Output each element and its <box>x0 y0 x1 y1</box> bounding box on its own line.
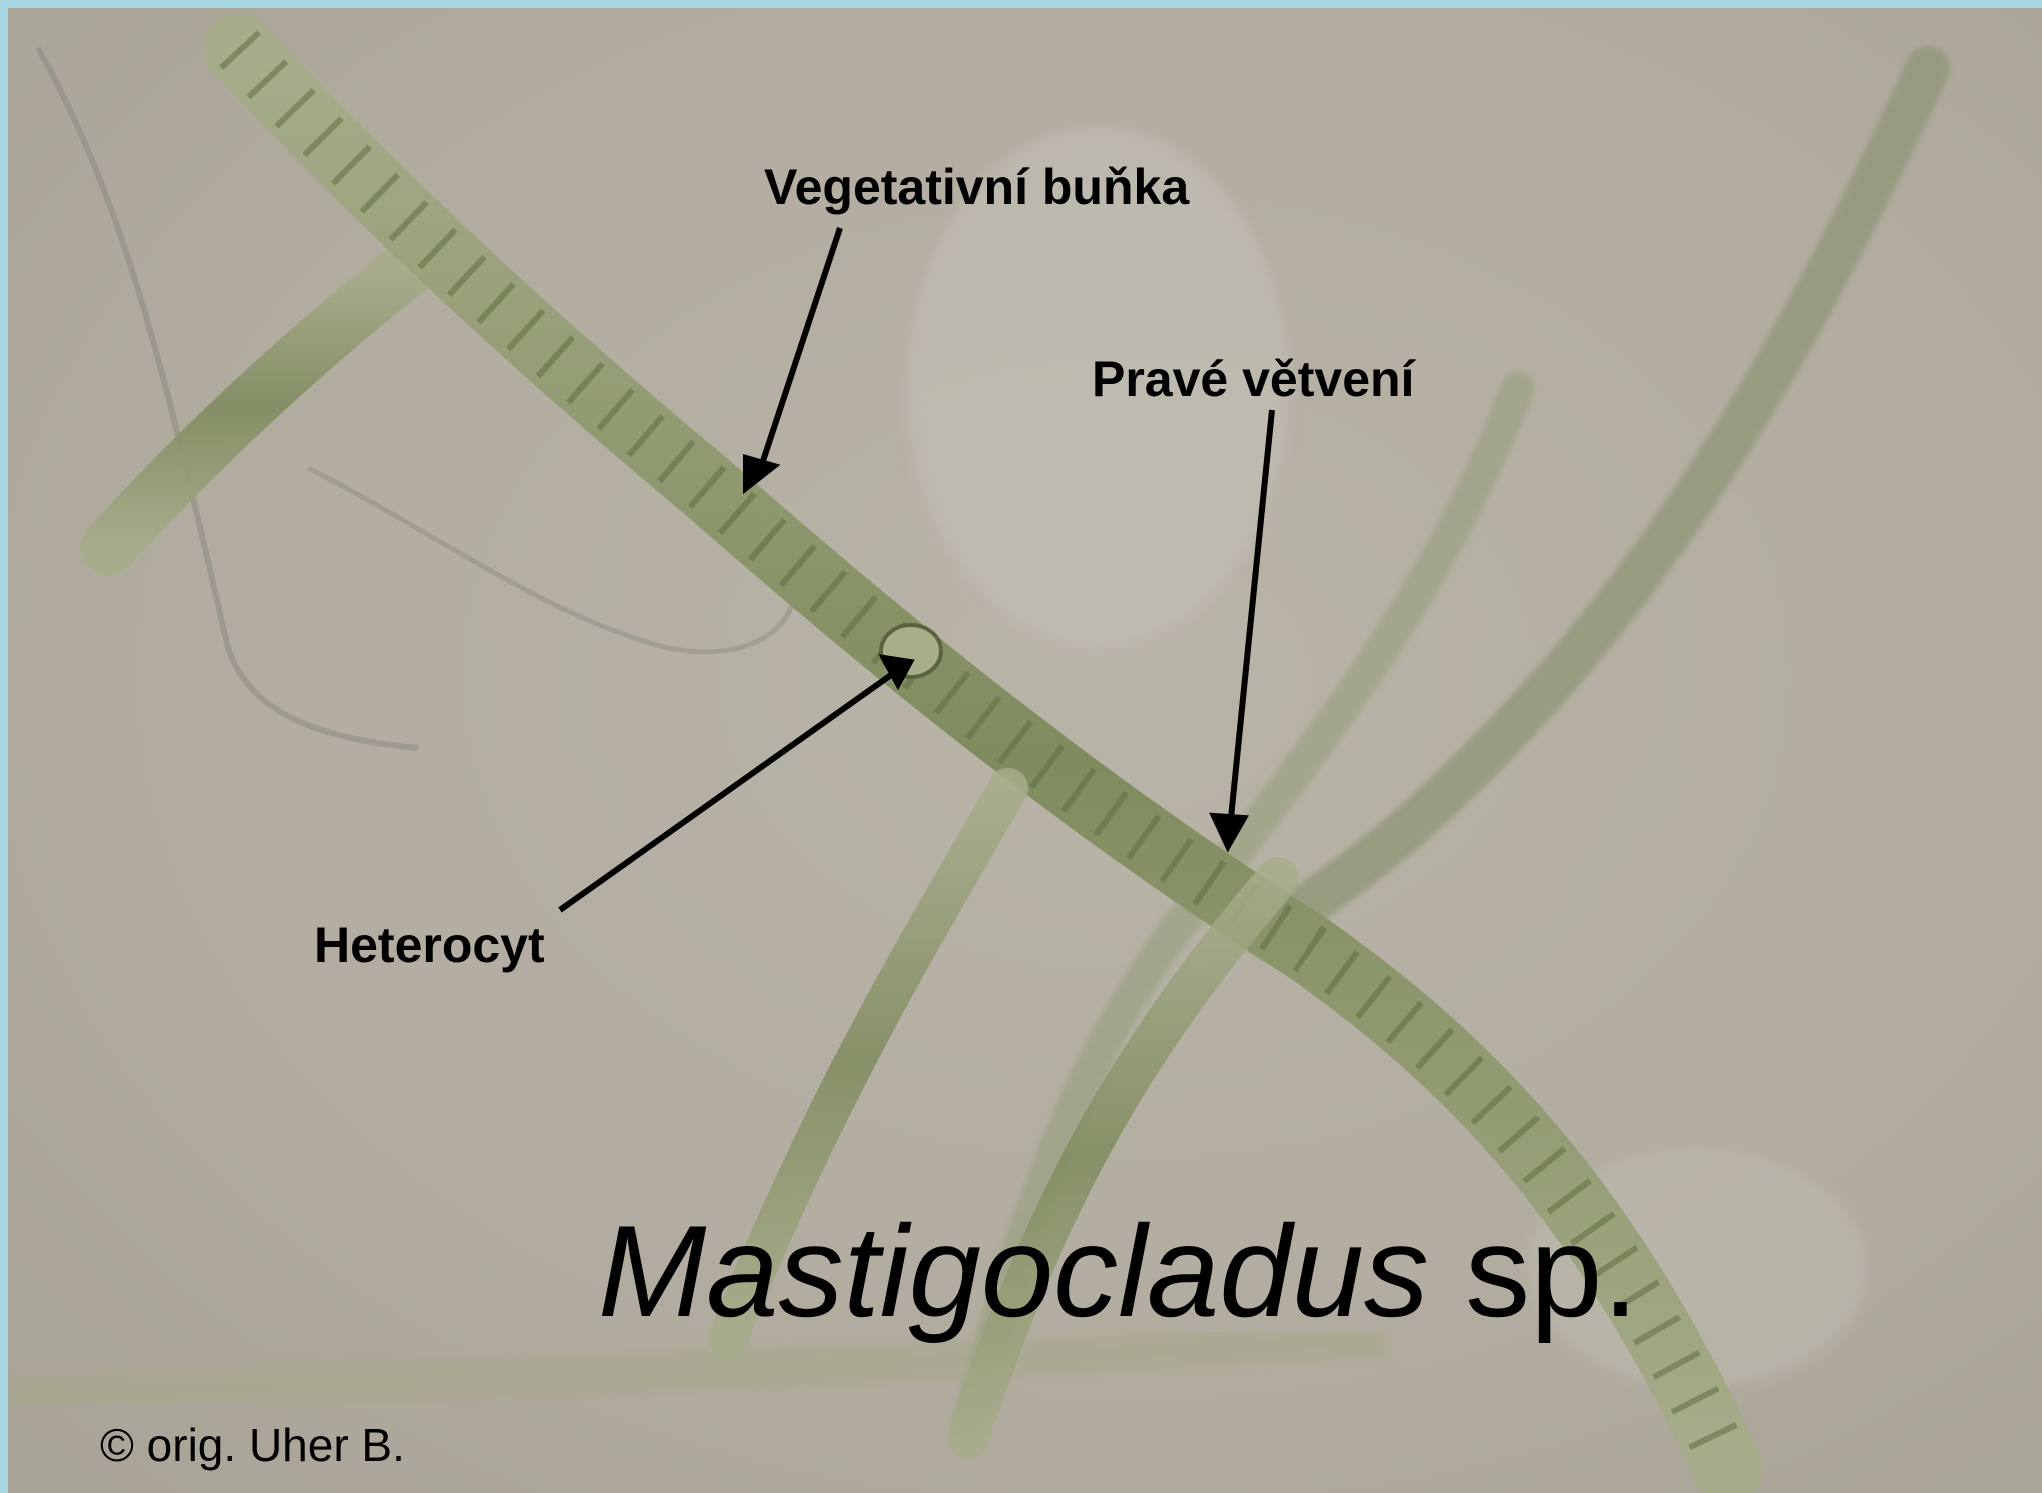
arrow-vegetative-cell <box>755 227 843 477</box>
arrowhead-true-branching <box>1209 812 1249 853</box>
species-title: Mastigocladus sp. <box>598 1206 1639 1336</box>
arrowhead-heterocyst <box>878 654 915 691</box>
label-heterocyst: Heterocyt <box>314 917 545 973</box>
blurred-filament-right <box>1246 46 1950 960</box>
micrograph-drawing <box>8 13 1950 1493</box>
image-credit: © orig. Uher B. <box>100 1419 405 1471</box>
arrow-heterocyst <box>558 667 900 913</box>
arrowhead-vegetative-cell <box>743 454 781 495</box>
label-vegetative-cell: Vegetativní buňka <box>764 159 1190 215</box>
genus-name: Mastigocladus <box>598 1198 1429 1344</box>
left-branch-filament <box>80 240 436 576</box>
arrow-true-branching <box>1227 409 1275 829</box>
blurred-filament-bottom <box>8 1318 1390 1418</box>
lower-branch-filament <box>708 768 1028 1358</box>
main-filament-cells <box>218 30 1752 1479</box>
true-branch-filament <box>947 857 1299 1459</box>
label-true-branching: Pravé větvení <box>1092 351 1415 407</box>
micrograph: Vegetativní buňka Pravé větvení Heterocy… <box>8 8 2042 1493</box>
faint-filament-left <box>35 46 419 751</box>
debris-cloud <box>908 128 1288 648</box>
species-suffix: sp. <box>1428 1198 1639 1344</box>
annotation-arrows <box>558 227 1275 913</box>
